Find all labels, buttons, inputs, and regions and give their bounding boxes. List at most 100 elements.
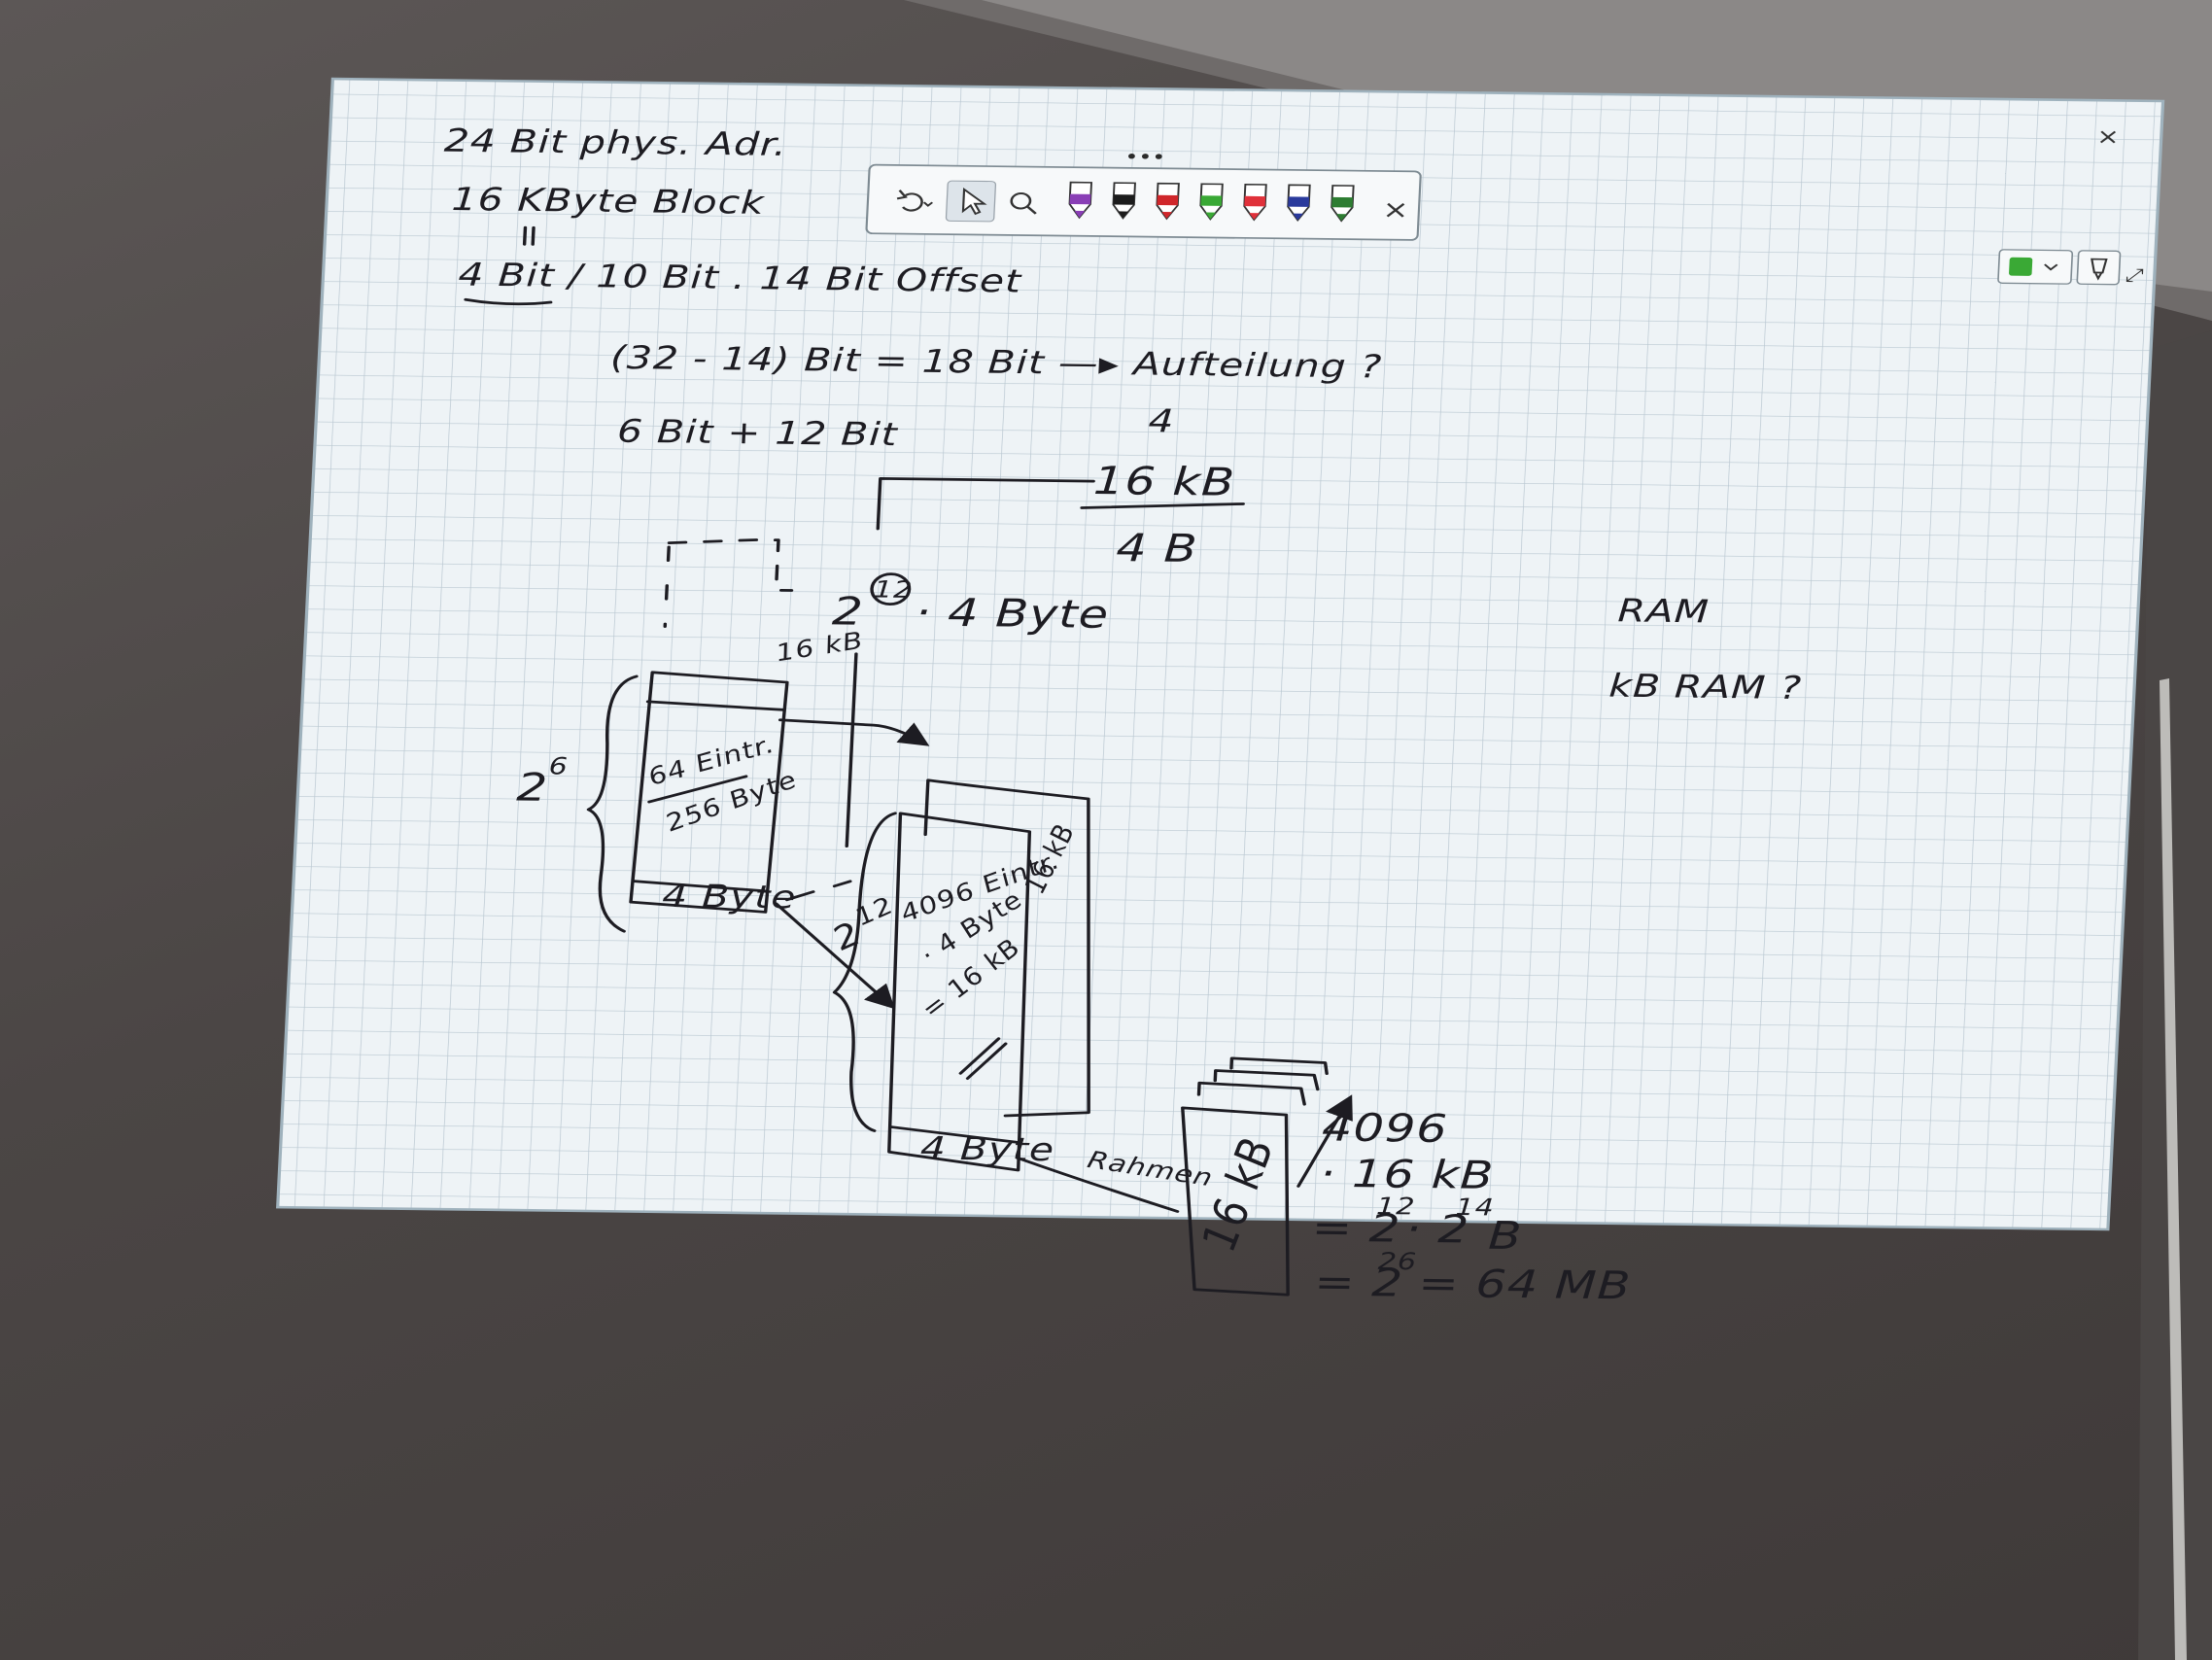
- dashed-connector: [667, 538, 794, 592]
- undo-button-bg: [881, 184, 942, 218]
- arrow-to-table2: [775, 902, 895, 1010]
- cursor-icon: [961, 187, 987, 216]
- note-equals-mark: [522, 225, 536, 246]
- calc-line-4-exp: 26: [1377, 1249, 1418, 1276]
- ceiling-panel: [972, 0, 2212, 321]
- page-color-bg: [1997, 249, 2074, 285]
- vertical-tick-line: [845, 652, 858, 847]
- pen-toolbar: ••• ×: [865, 147, 1422, 241]
- calc-line-3-unit: B: [1487, 1213, 1523, 1258]
- page-color-swatch: [2009, 257, 2033, 276]
- wall-column: [2138, 330, 2212, 1660]
- search-tool-bg: [1000, 185, 1048, 219]
- chevron-down-icon: [2044, 263, 2058, 271]
- highlighter-icon: [2091, 258, 2108, 281]
- table1-fraction-bar: [647, 775, 748, 804]
- pen-tip: [1336, 214, 1347, 222]
- pen-blue-button[interactable]: [1287, 184, 1311, 223]
- dash-mark: [784, 880, 852, 902]
- pen-color-band: [1331, 196, 1354, 208]
- pen-tip: [1293, 213, 1303, 221]
- pen-red-button[interactable]: [1156, 182, 1180, 221]
- frame-size-arrow: [1296, 1094, 1353, 1188]
- pow-circled-exponent: 12: [873, 576, 914, 604]
- pow-rest: · 4 Byte: [915, 590, 1110, 637]
- canvas-border: [276, 77, 2165, 1231]
- canvas-close-button[interactable]: ×: [2096, 124, 2121, 150]
- table2-footer-line: [888, 1125, 1021, 1145]
- toolbar-drag-handle[interactable]: •••: [1124, 147, 1166, 169]
- note-line-2: 16 KByte Block: [451, 181, 767, 222]
- pen-color-band: [1288, 196, 1310, 207]
- calc-line-1: 4096: [1321, 1105, 1449, 1152]
- expand-canvas-button[interactable]: ⤢: [2125, 265, 2144, 287]
- pen-color-band: [1244, 195, 1266, 207]
- table2-outline: [887, 812, 1032, 1172]
- undo-icon: [896, 190, 934, 212]
- calc-line-2: · 16 kB: [1319, 1151, 1496, 1197]
- canvas-surface[interactable]: [277, 79, 2163, 1230]
- search-icon: [1010, 191, 1037, 215]
- note-underline: [464, 297, 553, 306]
- select-tool-button[interactable]: [945, 180, 997, 223]
- pen-tip: [1205, 212, 1217, 220]
- frame-back-3: [1229, 1056, 1329, 1076]
- back-page-outline: [923, 778, 1090, 1118]
- dashed-drop: [663, 545, 671, 628]
- pen-tip: [1118, 211, 1129, 219]
- rahmen-line: [1015, 1156, 1180, 1213]
- frame-back-2: [1213, 1069, 1320, 1091]
- table1-footer: 4 Byte: [661, 878, 797, 916]
- two-pow-6-exp: 6: [548, 753, 569, 780]
- table2-footer: 4 Byte: [919, 1129, 1055, 1168]
- pow-circle: [870, 572, 912, 605]
- fraction-numerator: 16 kB: [1092, 459, 1236, 505]
- highlighter-red-button[interactable]: [1243, 183, 1267, 222]
- calc-line-3-a: = 2: [1311, 1205, 1402, 1251]
- calc-line-3-b: · 2: [1404, 1206, 1470, 1252]
- pen-color-band: [1069, 193, 1091, 205]
- note-line-1: 24 Bit phys. Adr.: [443, 122, 788, 163]
- pen-tip: [1074, 210, 1086, 218]
- fraction-bar: [1080, 502, 1245, 509]
- note-line-5: 6 Bit + 12 Bit: [616, 413, 899, 454]
- pen-color-band: [1200, 195, 1223, 206]
- pen-green-button[interactable]: [1199, 183, 1224, 221]
- pen-tip: [1249, 213, 1260, 221]
- pen-tip: [1161, 211, 1173, 219]
- offset-bracket: [876, 477, 1095, 531]
- brace-2-6: [586, 674, 639, 933]
- highlighter-quick-bg: [2076, 250, 2122, 286]
- arrow-to-offset: [778, 718, 930, 746]
- pen-color-band: [1157, 194, 1179, 206]
- table1-outline: [629, 671, 789, 914]
- calc-line-4-a: = 2: [1313, 1260, 1404, 1305]
- side-note-1: RAM: [1617, 592, 1711, 630]
- pen-color-band: [1113, 194, 1135, 205]
- toolbar-panel: [865, 163, 1422, 241]
- highlighter-quick-button[interactable]: [2076, 250, 2122, 286]
- side-note-2: kB RAM ?: [1608, 668, 1803, 707]
- table1-footer-line: [632, 880, 770, 893]
- pen-black-button[interactable]: [1112, 182, 1136, 220]
- table2-double-underline: [958, 1037, 1008, 1080]
- pow-base: 2: [831, 589, 865, 634]
- whiteboard-canvas[interactable]: ••• ×: [273, 77, 2165, 1314]
- calc-line-4-rest: = 64 MB: [1417, 1262, 1632, 1309]
- search-tool-button[interactable]: [1000, 185, 1048, 219]
- brace-2-12: [832, 812, 897, 1132]
- undo-button[interactable]: [881, 184, 942, 218]
- table1-row-line: [645, 700, 786, 711]
- frame-back-1: [1196, 1081, 1306, 1106]
- calc-line-3-b-exp: 14: [1455, 1194, 1496, 1222]
- calc-line-3-a-exp: 12: [1376, 1193, 1417, 1221]
- fraction-top: 4: [1148, 402, 1176, 439]
- toolbar-close-button[interactable]: ×: [1382, 194, 1409, 224]
- pen-purple-button[interactable]: [1068, 181, 1093, 220]
- note-line-3: 4 Bit / 10 Bit . 14 Bit Offset: [458, 256, 1023, 299]
- page-color-control[interactable]: [1997, 249, 2074, 285]
- pen-dark-green-button[interactable]: [1331, 185, 1355, 223]
- two-pow-6-base: 2: [515, 765, 549, 810]
